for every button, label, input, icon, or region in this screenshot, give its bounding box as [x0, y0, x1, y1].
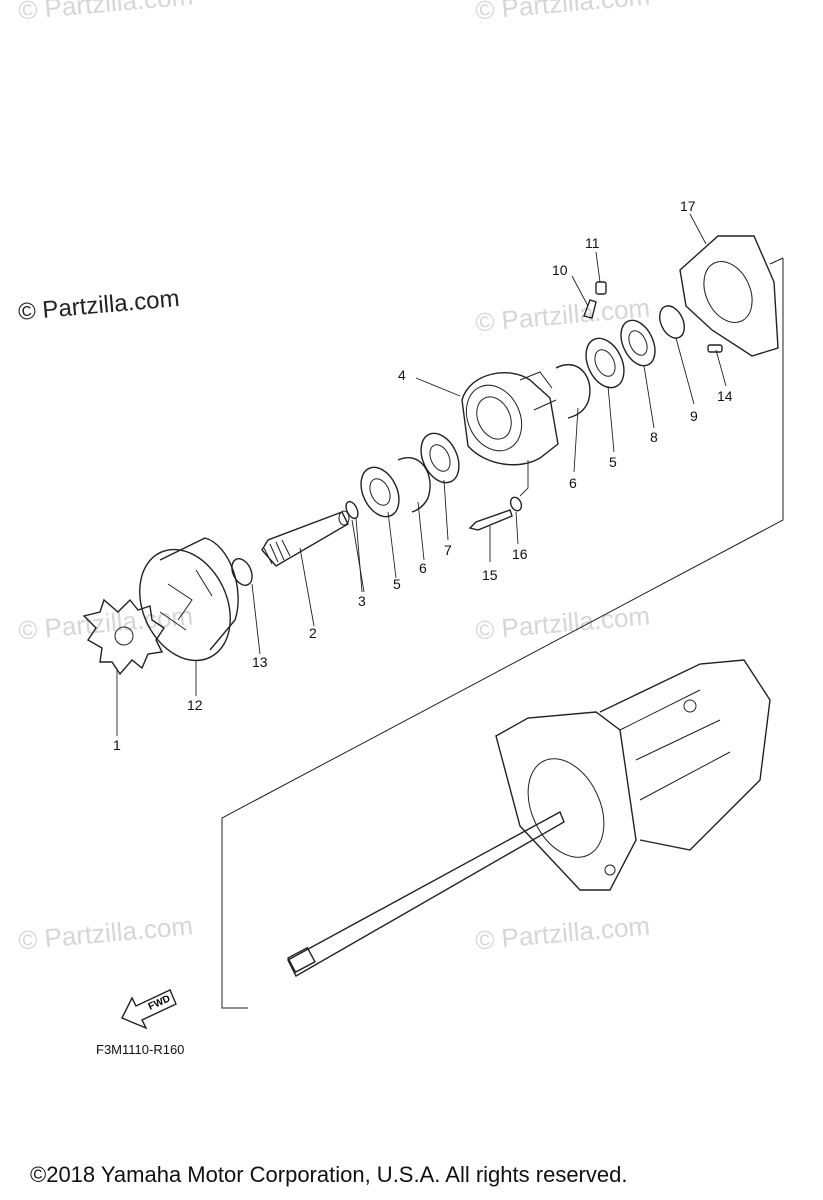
circlip-part	[555, 363, 591, 419]
callout-16: 16	[512, 546, 528, 562]
fwd-arrow: FWD	[121, 989, 177, 1030]
bearing-housing-part	[461, 371, 559, 466]
callout-6a: 6	[419, 560, 427, 576]
callout-17: 17	[680, 198, 696, 214]
seal-ring-part	[659, 305, 685, 339]
assembly-frame	[221, 258, 784, 1009]
callout-14: 14	[717, 388, 733, 404]
callout-9: 9	[690, 408, 698, 424]
callout-8: 8	[650, 429, 658, 445]
coupler-star-part	[82, 598, 165, 676]
dowel-pin-part	[707, 344, 723, 353]
circlip-part	[397, 457, 431, 513]
copyright-notice: ©2018 Yamaha Motor Corporation, U.S.A. A…	[30, 1162, 628, 1187]
callout-4: 4	[398, 367, 406, 383]
bearing-part	[420, 432, 460, 484]
diagram-code: F3M1110-R160	[96, 1042, 185, 1057]
coupling-housing-part	[139, 537, 239, 662]
callout-2: 2	[309, 625, 317, 641]
oil-seal-part	[620, 319, 656, 367]
callout-1: 1	[113, 737, 121, 753]
callout-12: 12	[187, 697, 203, 713]
callout-5a: 5	[393, 576, 401, 592]
callout-15: 15	[482, 567, 498, 583]
leader-lines	[116, 213, 727, 736]
callout-13: 13	[252, 654, 268, 670]
cap-part	[595, 281, 607, 295]
bolt-washer-part	[509, 496, 523, 512]
callout-11: 11	[585, 235, 600, 251]
fwd-label: FWD	[147, 993, 172, 1012]
bearing-part	[585, 337, 625, 389]
cover-plate-part	[679, 235, 779, 357]
o-ring-part	[345, 500, 359, 520]
callout-5b: 5	[609, 454, 617, 470]
callout-3: 3	[358, 593, 366, 609]
callout-6b: 6	[569, 475, 577, 491]
washer-part	[231, 558, 253, 586]
drive-shaft-part	[261, 510, 350, 567]
bearing-part	[360, 466, 400, 518]
bolt-part	[468, 509, 513, 531]
callout-7: 7	[444, 542, 452, 558]
driveshaft-assembly	[287, 659, 771, 977]
callout-10: 10	[552, 262, 568, 278]
